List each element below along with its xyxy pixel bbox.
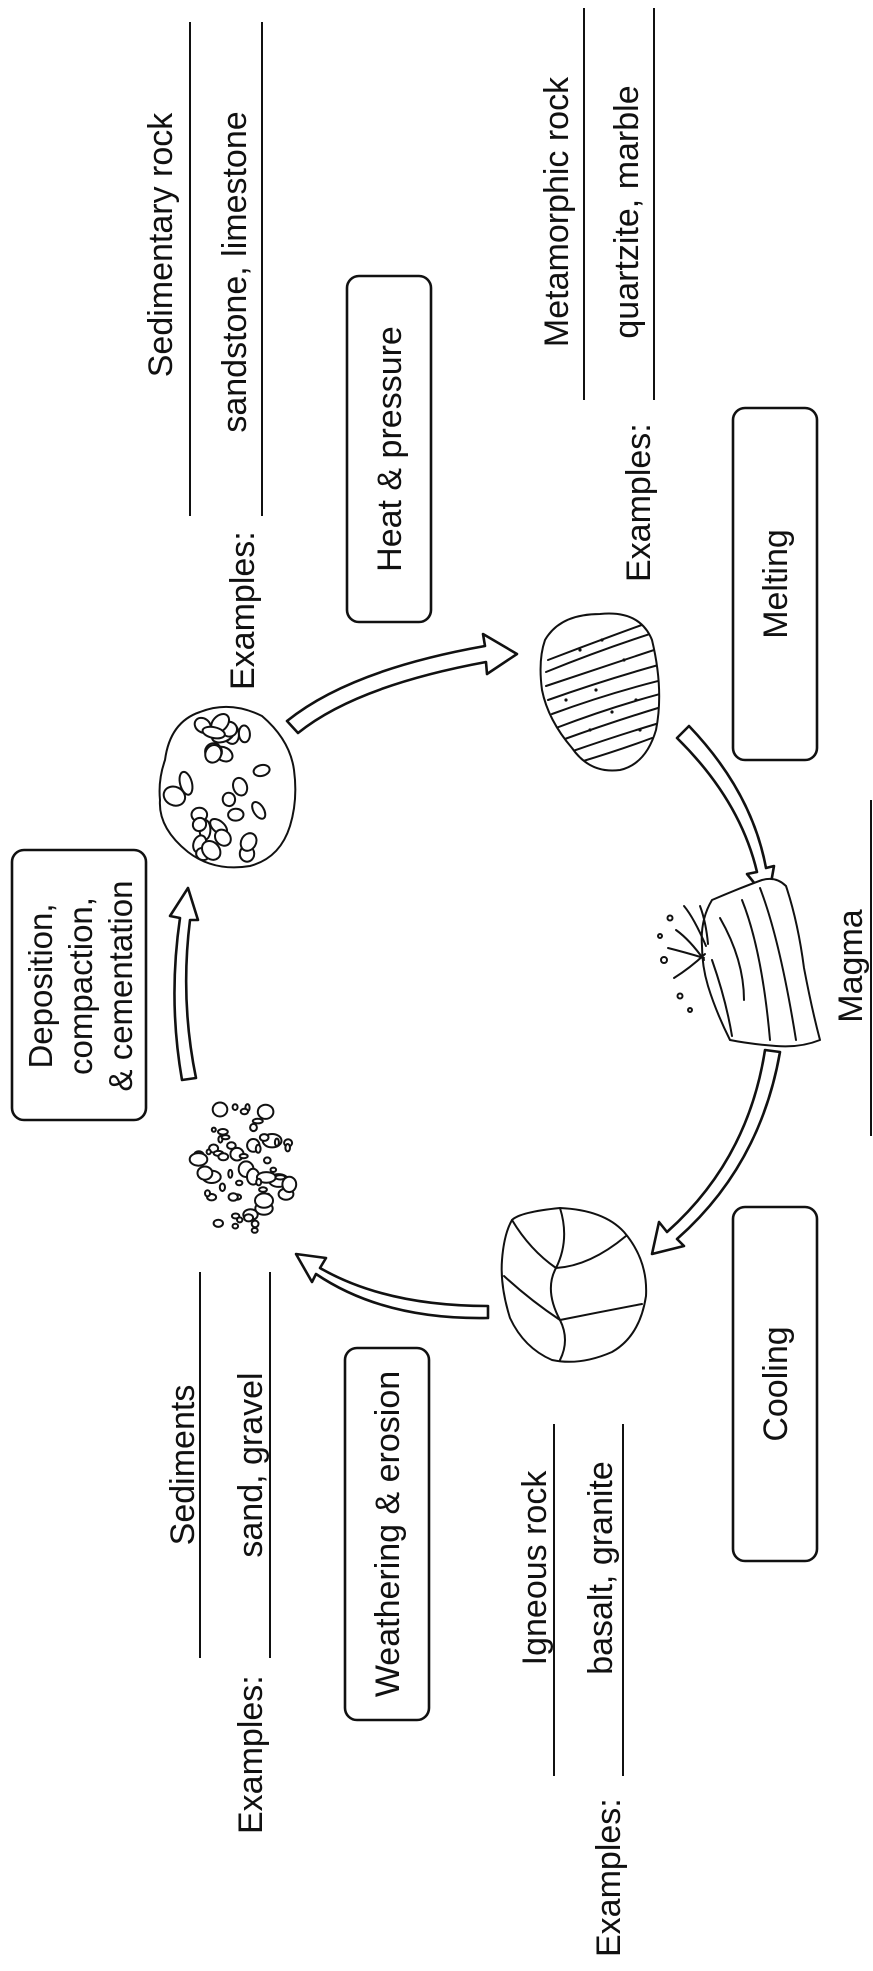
cobble	[162, 785, 187, 807]
magma-label-group: Magma	[832, 800, 872, 1136]
pebble	[263, 1156, 272, 1165]
arrow-cooling	[650, 1048, 782, 1256]
pebble	[250, 1227, 259, 1234]
pebble	[211, 1101, 229, 1118]
process-box	[10, 848, 148, 1122]
cobble	[204, 744, 223, 764]
cobble	[232, 776, 249, 797]
process-deposition: Deposition, compaction, & cementation	[10, 848, 148, 1122]
pebble	[239, 1107, 250, 1116]
pebble	[196, 1165, 214, 1181]
cobble	[227, 807, 245, 822]
sedimentary-rock-examples: sandstone, limestone	[216, 111, 254, 432]
process-box	[731, 406, 819, 762]
cobble	[252, 763, 271, 778]
process-deposition-line-1: Deposition,	[22, 903, 59, 1068]
sediments-title: Sediments	[164, 1385, 202, 1546]
pebble	[236, 1216, 244, 1224]
cobble	[191, 816, 208, 833]
pebble	[238, 1153, 249, 1160]
metamorphic-examples-label: Examples:	[620, 423, 658, 582]
igneous-examples-label: Examples:	[590, 1798, 628, 1957]
metamorphic-rock-title: Metamorphic rock	[538, 76, 576, 347]
sediments-examples: sand, gravel	[232, 1372, 270, 1557]
pebble	[235, 1179, 244, 1187]
cobble	[239, 832, 258, 852]
pebble	[212, 1218, 225, 1228]
pebble	[243, 1213, 255, 1223]
igneous-rock-label-group: Igneous rock basalt, granite Examples:	[516, 1424, 628, 1957]
igneous-rock-examples: basalt, granite	[582, 1461, 620, 1675]
igneous-rock-title: Igneous rock	[516, 1470, 554, 1666]
cobble	[201, 725, 226, 740]
sedimentary-rock-icon	[158, 705, 297, 869]
pebble	[231, 1103, 239, 1111]
arrow-deposition	[168, 886, 200, 1082]
pebble	[251, 1117, 264, 1125]
pebble	[217, 1128, 229, 1136]
process-melting: Melting	[731, 406, 819, 762]
sediments-label-group: Sediments sand, gravel Examples:	[164, 1272, 271, 1834]
pebble	[250, 1219, 260, 1229]
pebble	[273, 1137, 280, 1148]
arrow-heat-pressure	[285, 632, 519, 735]
pebble	[188, 1152, 209, 1167]
sediments-examples-label: Examples:	[232, 1675, 270, 1834]
process-deposition-line-2: compaction,	[62, 897, 99, 1075]
process-cooling-label: Cooling	[757, 1326, 795, 1441]
pebble	[258, 1133, 270, 1142]
pebble	[217, 1152, 230, 1162]
pebble	[205, 1148, 212, 1156]
arrow-weathering	[294, 1252, 490, 1320]
process-melting-label: Melting	[757, 529, 795, 639]
pebble	[281, 1175, 298, 1194]
pebble	[284, 1143, 292, 1153]
sedimentary-rock-label-group: Sedimentary rock sandstone, limestone Ex…	[142, 22, 263, 690]
pebble	[218, 1182, 226, 1193]
magma-title: Magma	[832, 909, 870, 1022]
process-heat-pressure: Heat & pressure	[345, 274, 433, 624]
metamorphic-rock-label-group: Metamorphic rock quartzite, marble Examp…	[538, 8, 658, 582]
pebble	[249, 1122, 258, 1133]
process-heat-pressure-label: Heat & pressure	[371, 326, 409, 572]
process-box	[731, 1205, 819, 1563]
pebble	[258, 1186, 268, 1193]
sedimentary-examples-label: Examples:	[224, 531, 262, 690]
cobble	[213, 828, 232, 847]
cobble	[221, 791, 237, 808]
cobble	[237, 724, 251, 744]
pebble	[254, 1192, 274, 1209]
cobble	[178, 770, 194, 796]
igneous-rock-icon	[500, 1207, 648, 1363]
pebble	[255, 1177, 263, 1187]
sediment-pile-icon	[188, 1101, 298, 1234]
pebble	[204, 1189, 211, 1198]
process-cooling: Cooling	[731, 1205, 819, 1563]
pebble	[231, 1222, 240, 1230]
pebble	[220, 1134, 231, 1141]
process-weathering-erosion: Weathering & erosion	[343, 1346, 431, 1722]
pebble	[256, 1103, 275, 1120]
sedimentary-rock-title: Sedimentary rock	[142, 112, 180, 378]
pebble	[210, 1126, 217, 1133]
metamorphic-rock-examples: quartzite, marble	[608, 85, 646, 338]
process-weathering-label: Weathering & erosion	[369, 1371, 407, 1697]
pebble	[269, 1166, 278, 1174]
cobble	[201, 839, 222, 861]
pebble	[226, 1141, 237, 1150]
pebble	[227, 1192, 239, 1202]
metamorphic-rock-icon	[539, 612, 661, 772]
process-box	[345, 274, 433, 624]
process-deposition-line-3: & cementation	[102, 881, 139, 1092]
pebble	[254, 1143, 262, 1154]
cobble	[251, 801, 267, 820]
pebble	[227, 1168, 234, 1179]
volcano-icon	[657, 877, 821, 1048]
process-box	[343, 1346, 431, 1722]
